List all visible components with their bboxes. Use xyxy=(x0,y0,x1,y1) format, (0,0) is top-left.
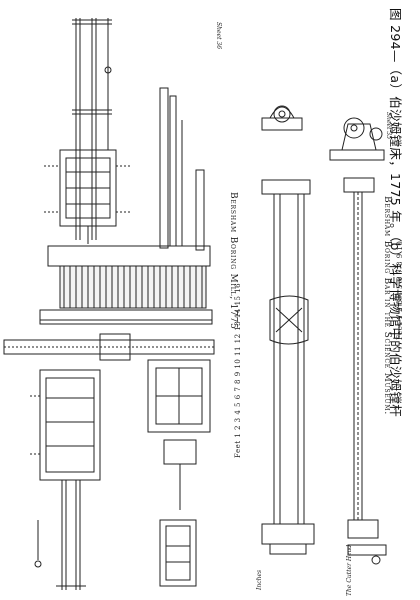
cutter-head-note: The Cutter Head xyxy=(346,544,353,596)
sheet-mark-b: Sheet 35 xyxy=(385,112,392,140)
mill-boring-frame xyxy=(147,359,211,510)
bar-side-view xyxy=(261,179,315,555)
mill-frame-posts xyxy=(159,87,205,251)
sheet-mark-a: Sheet 36 xyxy=(215,22,222,50)
bar-end-view-left xyxy=(261,105,303,131)
mill-bottom-carriage xyxy=(159,519,197,587)
mill-lower-carriage xyxy=(30,369,101,481)
bar-plan-view xyxy=(343,177,387,565)
bar-scale-label: Feet 1 2 3 4 5 6 7 8 9 10 xyxy=(396,240,404,340)
bar-title: Bersham Boring Bar in the Science Museum… xyxy=(382,196,392,416)
mill-lower-rails xyxy=(34,480,86,590)
inches-note: Inches xyxy=(256,569,263,590)
bar-end-view-right xyxy=(329,117,385,161)
mill-cross-beam xyxy=(3,333,215,361)
mill-upper-carriage xyxy=(44,149,132,244)
mill-upper-rails xyxy=(72,18,112,240)
mill-scale-label: Feet 1 2 3 4 5 6 7 8 9 10 11 12 13 14 15… xyxy=(234,282,242,458)
mill-gear-wheel xyxy=(39,245,213,325)
